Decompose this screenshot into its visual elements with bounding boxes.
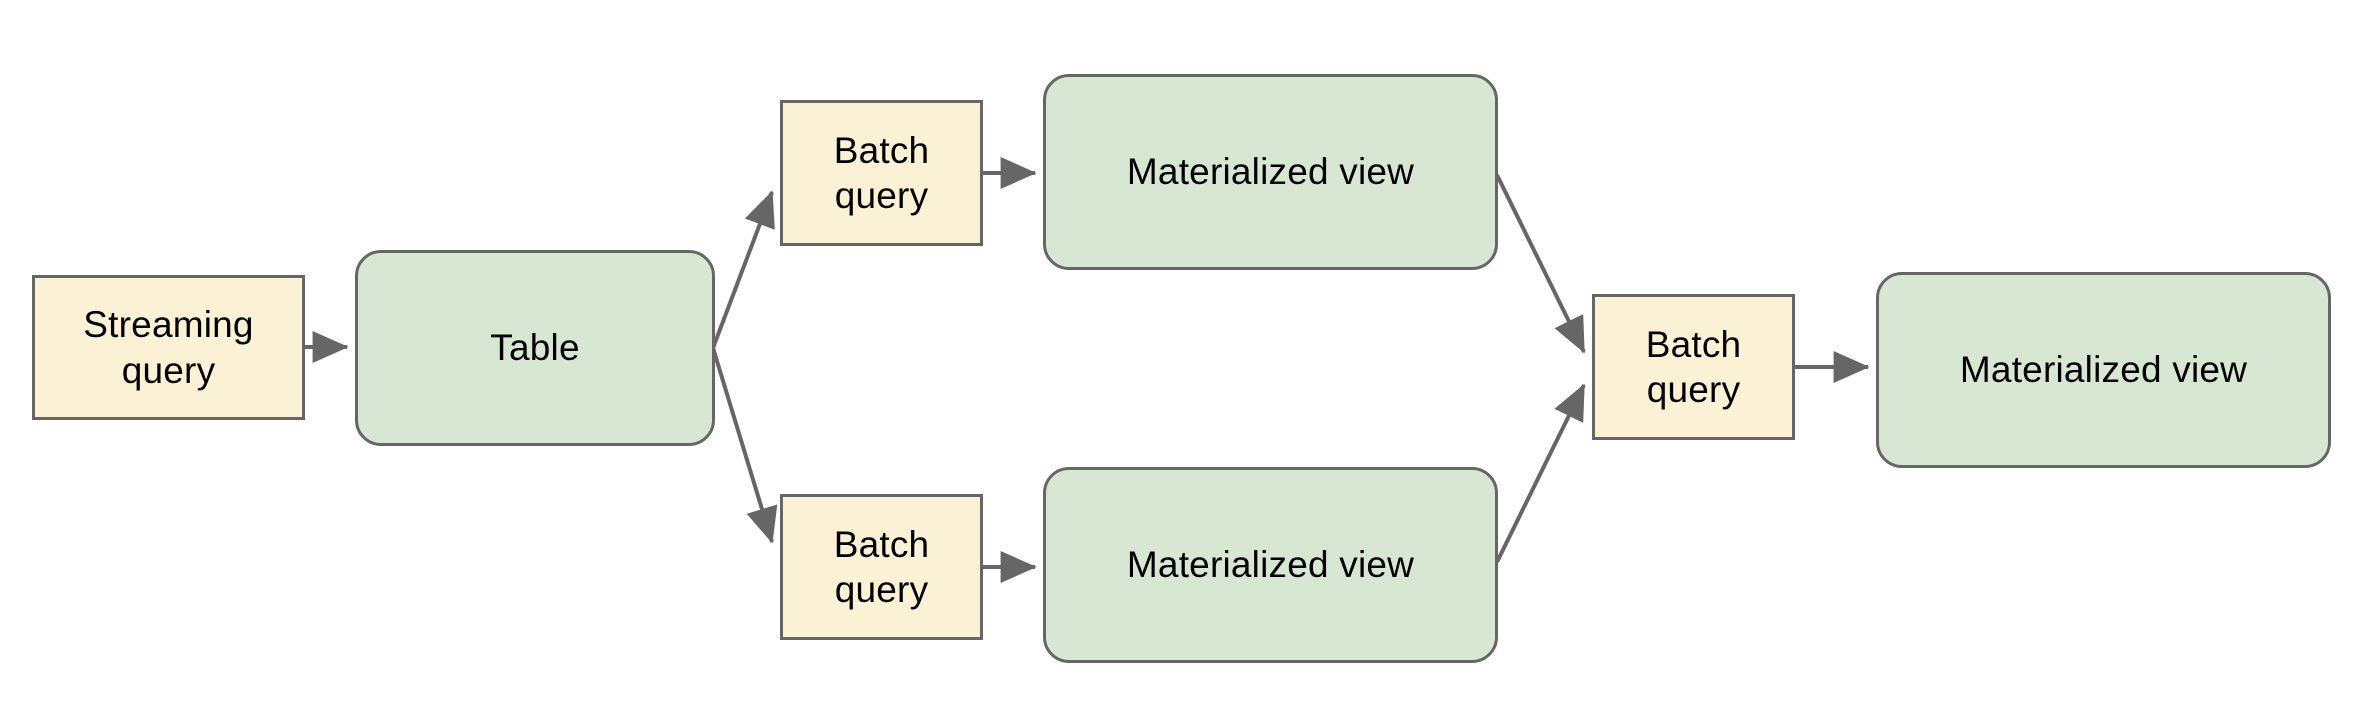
edge-materialized-view-bottom-to-batch-query-merge [1495,383,1586,563]
node-materialized-view-final[interactable]: Materialized view [1876,272,2331,468]
node-materialized-view-final-label: Materialized view [1959,349,2248,391]
edge-materialized-view-top-to-batch-query-merge [1495,174,1586,354]
node-materialized-view-bottom-label: Materialized view [1126,544,1415,586]
node-table[interactable]: Table [355,250,715,446]
node-batch-query-merge-label: Batch query [1645,323,1742,410]
node-materialized-view-bottom[interactable]: Materialized view [1043,467,1498,663]
edge-table-to-batch-query-top [711,190,775,349]
node-materialized-view-top-label: Materialized view [1126,151,1415,193]
node-streaming-query[interactable]: Streaming query [32,275,305,420]
node-batch-query-top-label: Batch query [833,129,930,216]
node-streaming-query-label: Streaming query [83,304,254,391]
node-batch-query-top[interactable]: Batch query [780,100,983,246]
node-batch-query-bottom[interactable]: Batch query [780,494,983,640]
node-batch-query-merge[interactable]: Batch query [1592,294,1795,440]
node-materialized-view-top[interactable]: Materialized view [1043,74,1498,270]
node-batch-query-bottom-label: Batch query [833,523,930,610]
edge-table-to-batch-query-bottom [711,347,778,544]
node-table-label: Table [490,327,580,369]
